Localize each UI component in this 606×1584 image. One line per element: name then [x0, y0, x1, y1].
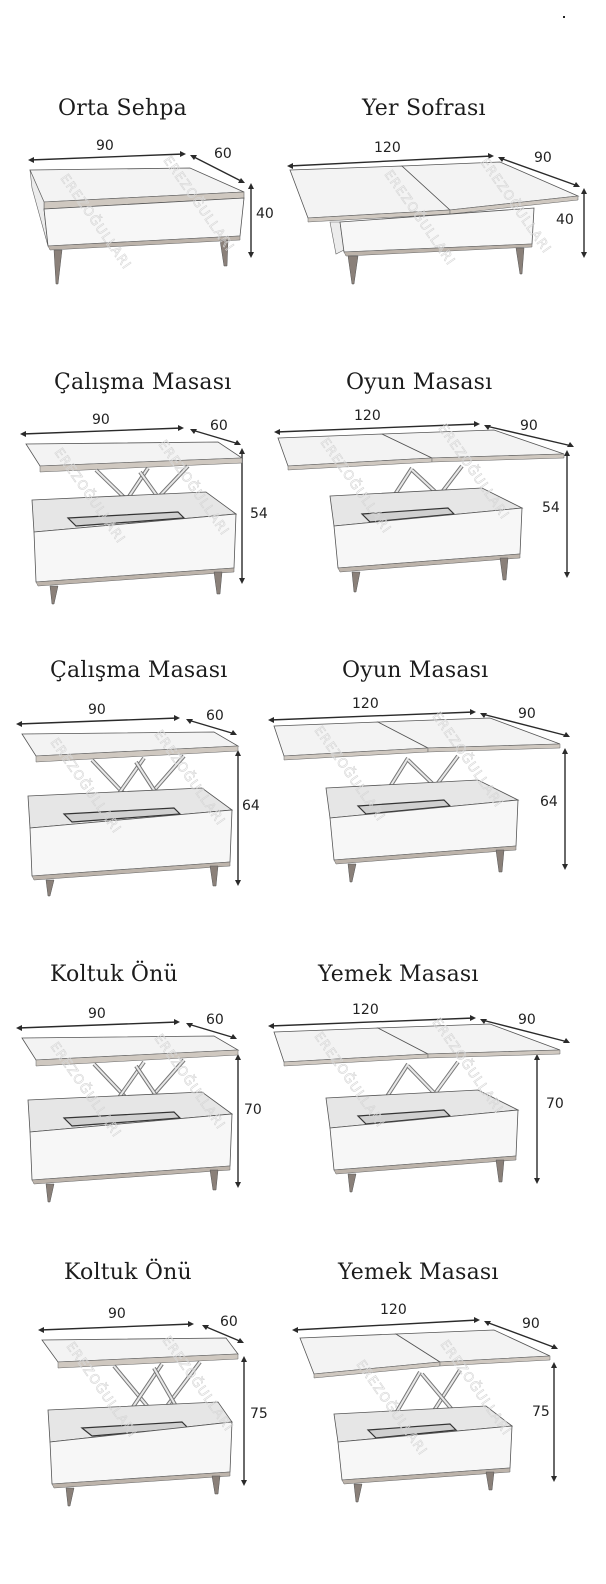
width-label: 90: [92, 412, 110, 428]
width-label: 90: [88, 1006, 106, 1022]
panel-title: Orta Sehpa: [58, 96, 187, 121]
panel-title: Yemek Masası: [318, 962, 479, 987]
panel-title: Oyun Masası: [342, 658, 489, 683]
height-label: 70: [546, 1096, 564, 1112]
table-drawing: EREZOĞULLARI EREZOĞULLARI: [274, 421, 574, 593]
table-drawing: EREZOĞULLARI EREZOĞULLARI: [38, 1321, 247, 1507]
panel-orta-sehpa: Orta Sehpa EREZOĞULLARI EREZOĞULLARI 90 …: [18, 88, 288, 288]
depth-label: 90: [518, 1012, 536, 1028]
depth-label: 60: [214, 146, 232, 162]
panel-title: Koltuk Önü: [50, 962, 178, 987]
depth-label: 90: [518, 706, 536, 722]
panel-oyun-masasi-54: Oyun Masası EREZOĞULLARI EREZOĞULLARI 12…: [272, 368, 592, 608]
panel-yemek-masasi-70: Yemek Masası EREZOĞULLARI EREZOĞULLARI 1…: [268, 960, 588, 1210]
height-label: 75: [250, 1406, 268, 1422]
height-label: 54: [250, 506, 268, 522]
panel-koltuk-onu-75: Koltuk Önü EREZOĞULLARI EREZOĞULLARI 90 …: [32, 1258, 282, 1508]
depth-label: 60: [206, 708, 224, 724]
height-label: 64: [540, 794, 558, 810]
stray-dot: [563, 16, 565, 18]
height-label: 54: [542, 500, 560, 516]
panel-title: Yemek Masası: [338, 1260, 499, 1285]
table-drawing: EREZOĞULLARI EREZOĞULLARI: [16, 715, 241, 897]
height-label: 64: [242, 798, 260, 814]
width-label: 120: [352, 1002, 379, 1018]
depth-label: 90: [534, 150, 552, 166]
table-drawing: EREZOĞULLARI EREZOĞULLARI: [292, 1317, 558, 1503]
panel-title: Oyun Masası: [346, 370, 493, 395]
depth-label: 60: [220, 1314, 238, 1330]
panel-oyun-masasi-64: Oyun Masası EREZOĞULLARI EREZOĞULLARI 12…: [268, 656, 588, 896]
table-drawing: EREZOĞULLARI EREZOĞULLARI: [268, 709, 570, 883]
depth-label: 60: [210, 418, 228, 434]
height-label: 70: [244, 1102, 262, 1118]
width-label: 90: [88, 702, 106, 718]
depth-label: 60: [206, 1012, 224, 1028]
width-label: 120: [374, 140, 401, 156]
width-label: 120: [354, 408, 381, 424]
width-label: 120: [380, 1302, 407, 1318]
depth-label: 90: [522, 1316, 540, 1332]
panel-koltuk-onu-70: Koltuk Önü EREZOĞULLARI EREZOĞULLARI 90 …: [14, 960, 274, 1210]
panel-title: Çalışma Masası: [50, 658, 228, 683]
width-label: 120: [352, 696, 379, 712]
panel-title: Koltuk Önü: [64, 1260, 192, 1285]
panel-calisma-masasi-54: Çalışma Masası EREZOĞULLARI EREZOĞULLARI…: [18, 368, 278, 608]
height-label: 75: [532, 1404, 550, 1420]
panel-calisma-masasi-64: Çalışma Masası EREZOĞULLARI EREZOĞULLARI…: [14, 656, 274, 897]
height-label: 40: [256, 206, 274, 222]
height-label: 40: [556, 212, 574, 228]
table-drawing: EREZOĞULLARI EREZOĞULLARI: [287, 153, 587, 285]
panel-title: Yer Sofrası: [362, 96, 486, 121]
table-drawing: EREZOĞULLARI EREZOĞULLARI: [28, 151, 254, 285]
panel-yemek-masasi-75: Yemek Masası EREZOĞULLARI EREZOĞULLARI 1…: [290, 1258, 590, 1508]
panel-title: Çalışma Masası: [54, 370, 232, 395]
width-label: 90: [108, 1306, 126, 1322]
depth-label: 90: [520, 418, 538, 434]
table-drawing: EREZOĞULLARI EREZOĞULLARI: [268, 1015, 570, 1193]
table-drawing: EREZOĞULLARI EREZOĞULLARI: [20, 425, 245, 605]
panel-yer-sofrasi: Yer Sofrası EREZOĞULLARI EREZOĞULLARI 12…: [284, 88, 594, 288]
table-drawing: EREZOĞULLARI EREZOĞULLARI: [16, 1019, 241, 1203]
width-label: 90: [96, 138, 114, 154]
